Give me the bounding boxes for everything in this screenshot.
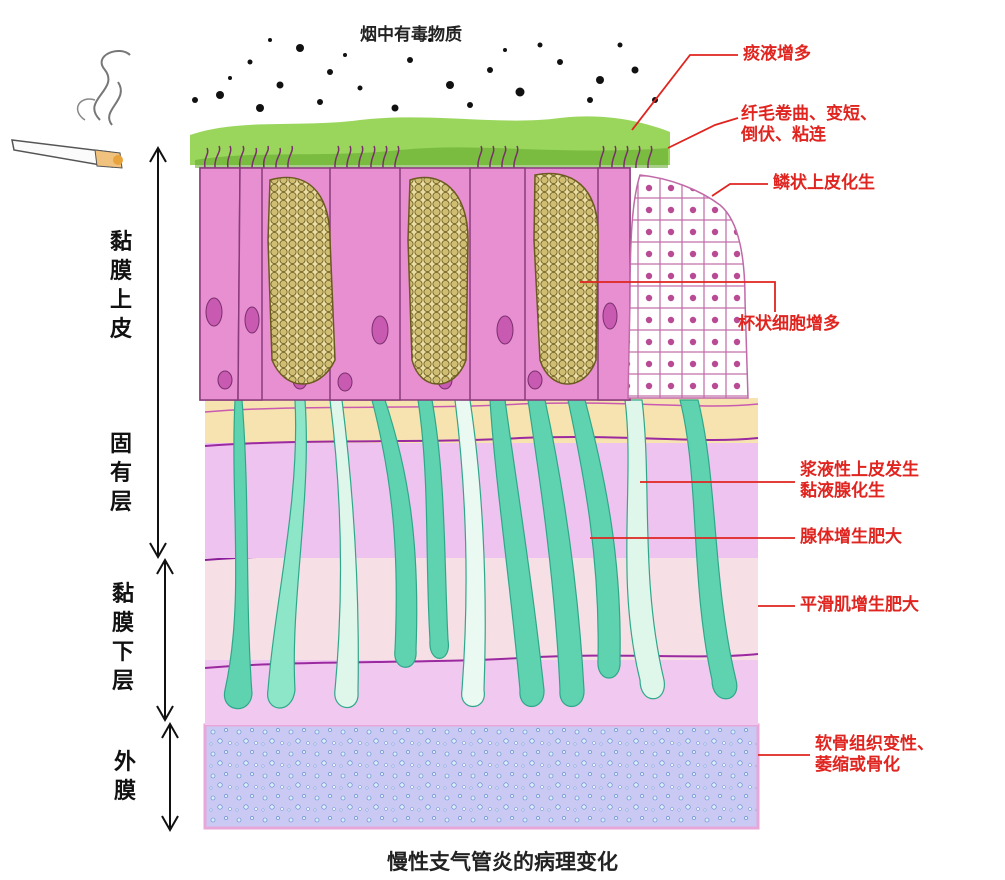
annotation-gland: 腺体增生肥大 [800, 527, 902, 547]
annotation-goblet: 杯状细胞增多 [738, 314, 840, 334]
toxic-particles [192, 38, 658, 112]
squamous-metaplasia [627, 174, 749, 399]
cilia [203, 145, 653, 169]
cigarette-icon [11, 50, 131, 169]
layer-label-mucosa-epithelium: 黏膜上皮 [109, 230, 132, 342]
toxic-substances-label: 烟中有毒物质 [360, 25, 462, 45]
annotation-lines [580, 54, 810, 756]
annotation-squamous: 鳞状上皮化生 [773, 173, 875, 193]
columnar-cells [199, 167, 631, 401]
cell-nuclei [205, 297, 618, 392]
layer-arrows [149, 145, 179, 833]
annotation-sputum: 痰液增多 [743, 44, 811, 64]
annotation-smooth-muscle: 平滑肌增生肥大 [800, 595, 919, 615]
adventitia-layer [203, 723, 760, 830]
annotation-cartilage: 软骨组织变性、 萎缩或骨化 [815, 734, 934, 775]
layer-label-submucosa: 黏膜下层 [111, 582, 134, 694]
goblet-cells [267, 172, 599, 385]
annotation-cilia: 纤毛卷曲、变短、 倒伏、粘连 [741, 104, 877, 145]
figure-caption: 慢性支气管炎的病理变化 [387, 850, 618, 874]
annotation-serous: 浆液性上皮发生 黏液腺化生 [800, 460, 919, 501]
layer-label-adventitia: 外膜 [113, 750, 136, 804]
layer-label-lamina-propria: 固有层 [109, 432, 132, 515]
